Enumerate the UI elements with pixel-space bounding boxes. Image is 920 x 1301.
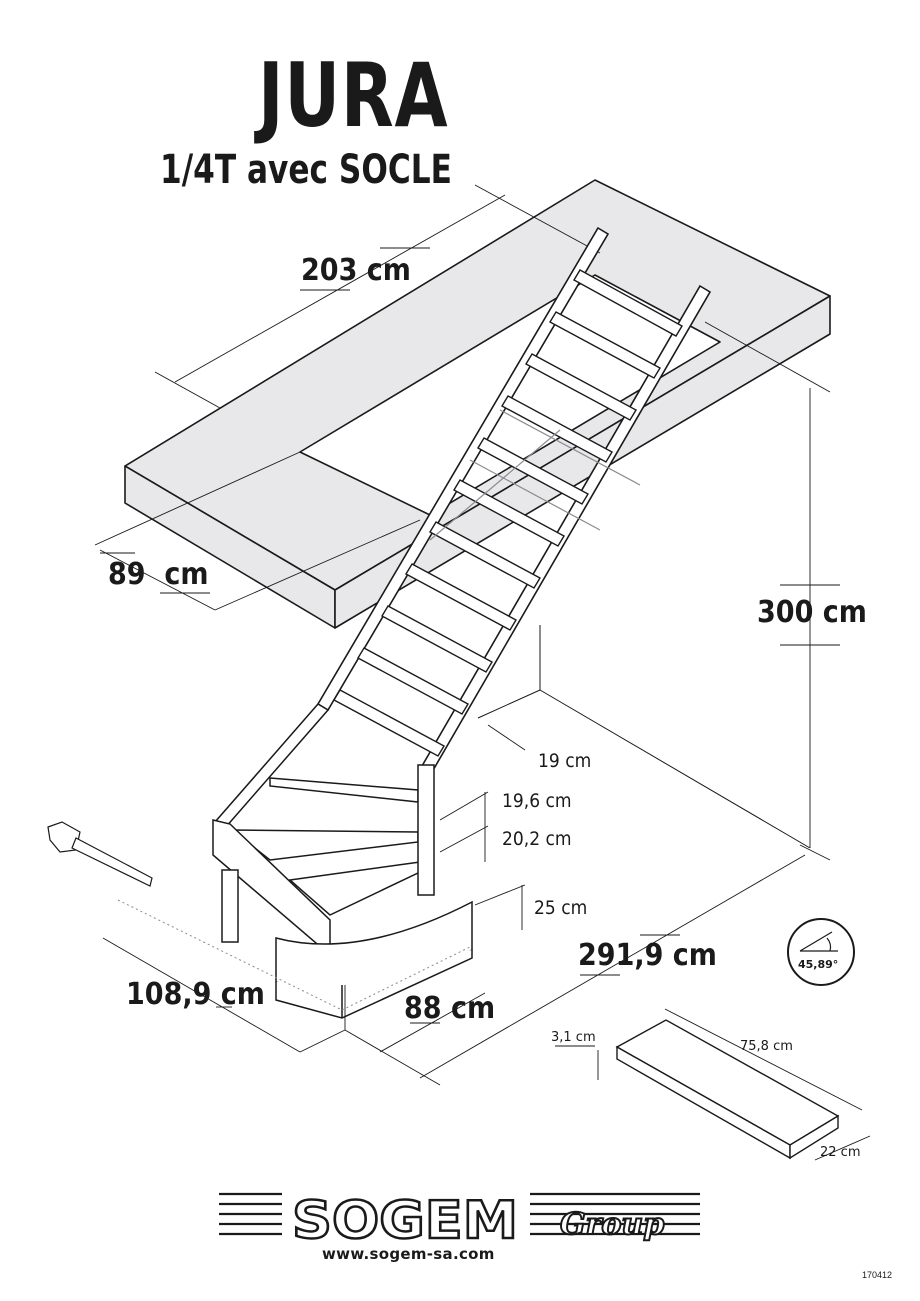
brand-url: www.sogem-sa.com — [322, 1245, 495, 1263]
page-title: JURA — [258, 44, 449, 147]
support-wall — [477, 625, 811, 849]
logo-brand: SOGEM — [292, 1191, 518, 1251]
logo-stripes — [219, 1192, 700, 1236]
saw-icon — [47, 821, 153, 887]
label-rise-2: 20,2 cm — [502, 828, 572, 850]
logo-group: Group — [560, 1207, 664, 1242]
label-rise-1: 19,6 cm — [502, 790, 572, 812]
footprint-dotted — [117, 899, 473, 1011]
label-angle: 45,89° — [798, 958, 839, 971]
label-tread-thickness: 3,1 cm — [551, 1030, 596, 1045]
label-tread-length: 75,8 cm — [740, 1039, 793, 1054]
page-subtitle: 1/4T avec SOCLE — [160, 147, 452, 193]
label-opening-width: 89 cm — [108, 557, 209, 592]
label-going: 19 cm — [538, 750, 592, 772]
floor-slab — [124, 179, 831, 629]
label-total-width: 108,9 cm — [126, 977, 265, 1012]
dim-lines-bottom — [102, 854, 806, 1086]
upper-treads — [333, 269, 683, 757]
tread-detail — [555, 1008, 871, 1161]
dim-line-89 — [94, 451, 421, 611]
dim-line-203 — [154, 184, 601, 409]
label-opening-length: 203 cm — [301, 253, 411, 288]
angle-badge — [787, 918, 855, 986]
winder-section — [212, 703, 473, 1019]
label-total-length: 291,9 cm — [578, 938, 717, 973]
document-number: 170412 — [862, 1270, 893, 1280]
label-stair-width: 88 cm — [404, 991, 496, 1026]
label-base-height: 25 cm — [534, 897, 588, 919]
dim-line-300 — [704, 321, 840, 861]
label-tread-depth: 22 cm — [820, 1145, 861, 1160]
dim-line-risers — [439, 724, 526, 930]
label-floor-height: 300 cm — [757, 595, 867, 630]
hidden-lines — [429, 409, 641, 541]
